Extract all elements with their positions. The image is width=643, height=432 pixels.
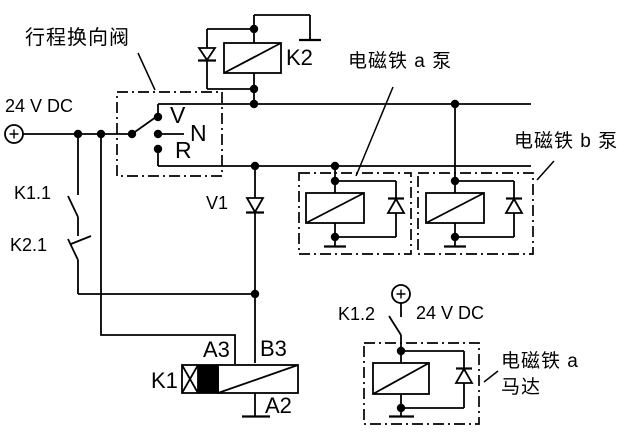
label-supply-left: 24 V DC [5, 96, 74, 116]
pump-b-box-border [417, 172, 534, 255]
a3-branch-wire [100, 134, 236, 364]
leader-lines [137, 52, 555, 383]
valve-leader [137, 52, 156, 91]
label-a2: A2 [265, 393, 292, 418]
label-pos-v: V [170, 102, 186, 128]
label-pump-a: 电磁铁 a 泵 [348, 51, 453, 72]
pump-a-leader [355, 86, 394, 177]
label-k2: K2 [286, 45, 313, 70]
label-motor-a-2: 马达 [501, 377, 542, 398]
pump-b-leader [536, 160, 555, 181]
k11-contact [67, 134, 79, 236]
k21-contact [67, 235, 255, 295]
motor-a-leader [483, 370, 499, 383]
label-k1: K1 [151, 368, 178, 393]
label-b3: B3 [260, 336, 287, 361]
label-a3: A3 [203, 337, 230, 362]
motor-a-module [372, 350, 474, 418]
label-pump-b: 电磁铁 b 泵 [514, 131, 619, 152]
k2-coil [223, 42, 282, 74]
k1-coil-black-segment [198, 364, 219, 394]
motor-a-box-border [363, 342, 480, 425]
label-k2-1: K2.1 [10, 235, 48, 255]
label-supply-right: 24 V DC [416, 303, 485, 323]
label-k1-1: K1.1 [14, 183, 52, 203]
label-motor-a-1: 电磁铁 a [501, 351, 579, 372]
pump-a-diode-icon [335, 180, 406, 238]
label-pos-n: N [190, 120, 207, 146]
label-pos-r: R [175, 137, 192, 163]
label-k1-2: K1.2 [338, 304, 376, 324]
label-valve: 行程换向阀 [25, 27, 130, 49]
pump-a-box-border [298, 172, 412, 255]
pump-a-module [305, 166, 406, 248]
plus-terminal-right-icon [391, 284, 411, 304]
pump-b-module [425, 104, 524, 248]
switch-blade [131, 116, 157, 135]
label-v1: V1 [206, 193, 229, 213]
pump-b-diode-icon [455, 180, 524, 238]
motor-a-diode-icon [401, 350, 474, 409]
k2-flyback-diode-icon [197, 28, 254, 90]
junction-dots [73, 24, 460, 413]
k1-coil [181, 364, 299, 418]
plus-terminal-left-icon [4, 124, 24, 144]
v1-diode-icon [245, 166, 265, 363]
